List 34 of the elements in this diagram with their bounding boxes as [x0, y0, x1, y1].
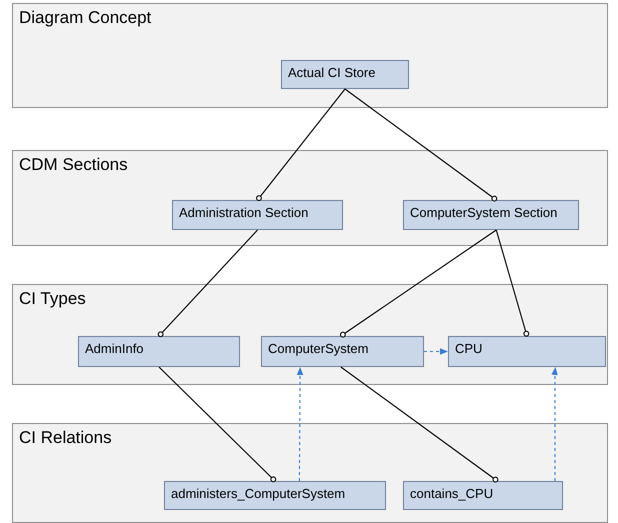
entity-box — [164, 481, 386, 510]
panel-heading: Diagram Concept — [19, 8, 152, 28]
layer-panel — [12, 150, 608, 246]
connector-line — [256, 88, 346, 202]
box-label: CPU — [455, 341, 482, 356]
entity-box — [281, 60, 409, 89]
panel-heading: CI Types — [19, 289, 86, 309]
box-label: administers_ComputerSystem — [171, 486, 346, 501]
connector-line — [158, 366, 276, 482]
panel-heading: CI Relations — [19, 428, 112, 448]
entity-box — [403, 481, 563, 510]
box-label: ComputerSystem Section — [410, 205, 558, 220]
entity-box — [78, 336, 240, 367]
connector-line — [344, 88, 498, 202]
connector-line — [158, 230, 258, 338]
box-label: Actual CI Store — [288, 65, 376, 80]
layer-panel — [12, 284, 608, 385]
layer-panel — [12, 3, 608, 108]
panel-heading: CDM Sections — [19, 155, 128, 175]
connector-line — [340, 366, 498, 482]
dashed-arrow — [424, 348, 448, 355]
entity-box — [448, 336, 606, 367]
box-label: AdminInfo — [85, 341, 144, 356]
box-label: Administration Section — [179, 205, 308, 220]
entity-box — [261, 336, 424, 367]
connector-line — [496, 230, 530, 337]
dashed-arrow — [551, 366, 558, 481]
entity-box — [403, 200, 579, 230]
connector-line — [340, 230, 497, 338]
entity-box — [172, 200, 343, 230]
box-label: ComputerSystem — [268, 341, 368, 356]
layer-panel — [12, 423, 608, 523]
box-label: contains_CPU — [410, 486, 494, 501]
dashed-arrow — [296, 367, 304, 481]
